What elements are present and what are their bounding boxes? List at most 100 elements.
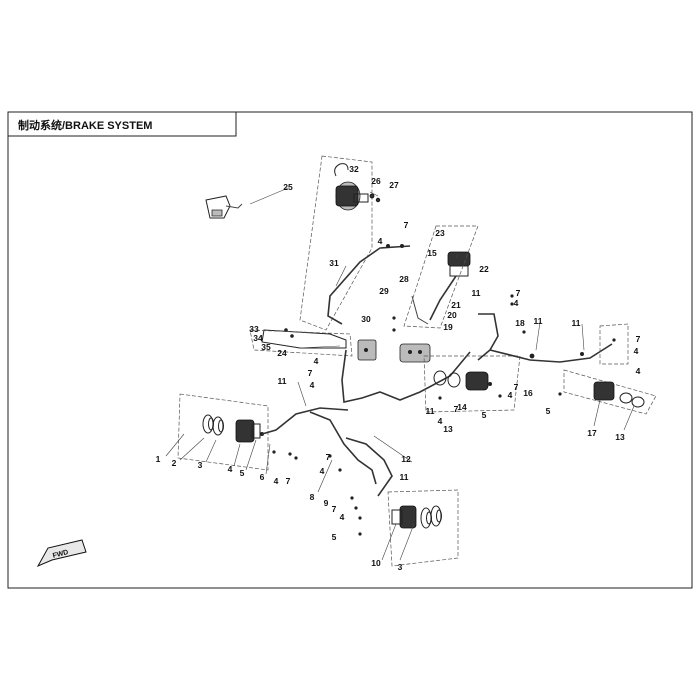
callout-34: 34	[253, 333, 263, 343]
hardware-markers	[272, 294, 616, 536]
left-caliper	[235, 419, 264, 443]
bracket-30	[357, 339, 377, 361]
master-cylinder-group-box	[299, 155, 373, 331]
left-front-hose	[261, 407, 349, 435]
callout-31: 31	[329, 258, 339, 268]
callout-30: 30	[361, 314, 371, 324]
callout-4: 4	[634, 346, 639, 356]
callout-26: 26	[371, 176, 381, 186]
right-caliper-group-box	[387, 489, 459, 567]
callout-21: 21	[451, 300, 461, 310]
callout-8: 8	[310, 492, 315, 502]
diagram-title: 制动系统/BRAKE SYSTEM	[18, 118, 152, 132]
right-caliper	[391, 505, 417, 529]
callout-7: 7	[636, 334, 641, 344]
callout-11: 11	[572, 318, 581, 328]
hose-28-21	[411, 295, 429, 325]
callout-2: 2	[172, 458, 177, 468]
callout-4: 4	[340, 512, 345, 522]
center-caliper	[465, 371, 492, 391]
callout-5: 5	[482, 410, 487, 420]
junction-7-4-top	[386, 244, 404, 248]
callout-7: 7	[454, 404, 459, 414]
callout-22: 22	[479, 264, 489, 274]
main-brake-line	[341, 349, 471, 403]
callout-7: 7	[516, 288, 521, 298]
callout-7: 7	[404, 220, 409, 230]
far-right-line-box	[599, 323, 629, 365]
callout-13: 13	[615, 432, 625, 442]
line-11-right	[489, 343, 613, 363]
callout-17: 17	[587, 428, 597, 438]
callout-4: 4	[508, 390, 513, 400]
callout-35: 35	[261, 342, 271, 352]
reservoir-hose	[429, 275, 457, 321]
far-right-caliper-group-box	[563, 369, 657, 415]
callout-7: 7	[332, 504, 337, 514]
callout-11: 11	[426, 406, 435, 416]
fwd-label: FWD	[52, 549, 69, 560]
title-box	[7, 111, 237, 137]
callout-13: 13	[443, 424, 453, 434]
callout-24: 24	[277, 348, 287, 358]
callout-20: 20	[447, 310, 457, 320]
callout-4: 4	[514, 298, 519, 308]
callout-7: 7	[308, 368, 313, 378]
callout-33: 33	[249, 324, 259, 334]
valve-block	[399, 343, 431, 363]
callout-3: 3	[198, 460, 203, 470]
leader-lines	[165, 187, 635, 561]
cross-line	[309, 411, 377, 485]
rear-line	[345, 437, 393, 497]
callout-29: 29	[379, 286, 389, 296]
callout-6: 6	[260, 472, 265, 482]
reservoir-25	[205, 195, 243, 219]
callout-16: 16	[523, 388, 533, 398]
callout-4: 4	[438, 416, 443, 426]
callout-7: 7	[286, 476, 291, 486]
right-brake-pads	[420, 505, 442, 529]
fitting-16	[529, 352, 584, 359]
left-caliper-group-box	[177, 393, 269, 471]
callout-23: 23	[435, 228, 445, 238]
pedal-group-box	[249, 329, 353, 357]
center-pads	[433, 370, 461, 388]
master-cylinder	[334, 163, 369, 211]
callout-5: 5	[546, 406, 551, 416]
far-right-caliper	[593, 381, 615, 401]
callout-7: 7	[514, 382, 519, 392]
fwd-arrow-icon: FWD	[36, 539, 87, 568]
callout-14: 14	[457, 402, 467, 412]
callout-4: 4	[314, 356, 319, 366]
callout-32: 32	[349, 164, 359, 174]
far-right-pads	[619, 392, 645, 408]
callout-4: 4	[320, 466, 325, 476]
callout-9: 9	[324, 498, 329, 508]
callout-12: 12	[401, 454, 411, 464]
callout-4: 4	[310, 380, 315, 390]
callout-18: 18	[515, 318, 525, 328]
callout-10: 10	[371, 558, 381, 568]
callout-1: 1	[156, 454, 161, 464]
callout-11: 11	[278, 376, 287, 386]
callout-4: 4	[636, 366, 641, 376]
callout-5: 5	[332, 532, 337, 542]
callout-11: 11	[400, 472, 409, 482]
callout-11: 11	[534, 316, 543, 326]
callout-3: 3	[398, 562, 403, 572]
left-brake-pads	[202, 414, 224, 436]
brake-pipe-31	[327, 245, 411, 325]
hose-18	[477, 313, 499, 361]
pedal-assembly	[261, 328, 347, 349]
center-caliper-group-box	[423, 355, 521, 413]
callout-4: 4	[228, 464, 233, 474]
reservoir-group-box	[403, 225, 479, 329]
callout-15: 15	[427, 248, 437, 258]
callout-11: 11	[472, 288, 481, 298]
callout-7: 7	[326, 452, 331, 462]
callout-19: 19	[443, 322, 453, 332]
callout-28: 28	[399, 274, 409, 284]
callout-4: 4	[274, 476, 279, 486]
